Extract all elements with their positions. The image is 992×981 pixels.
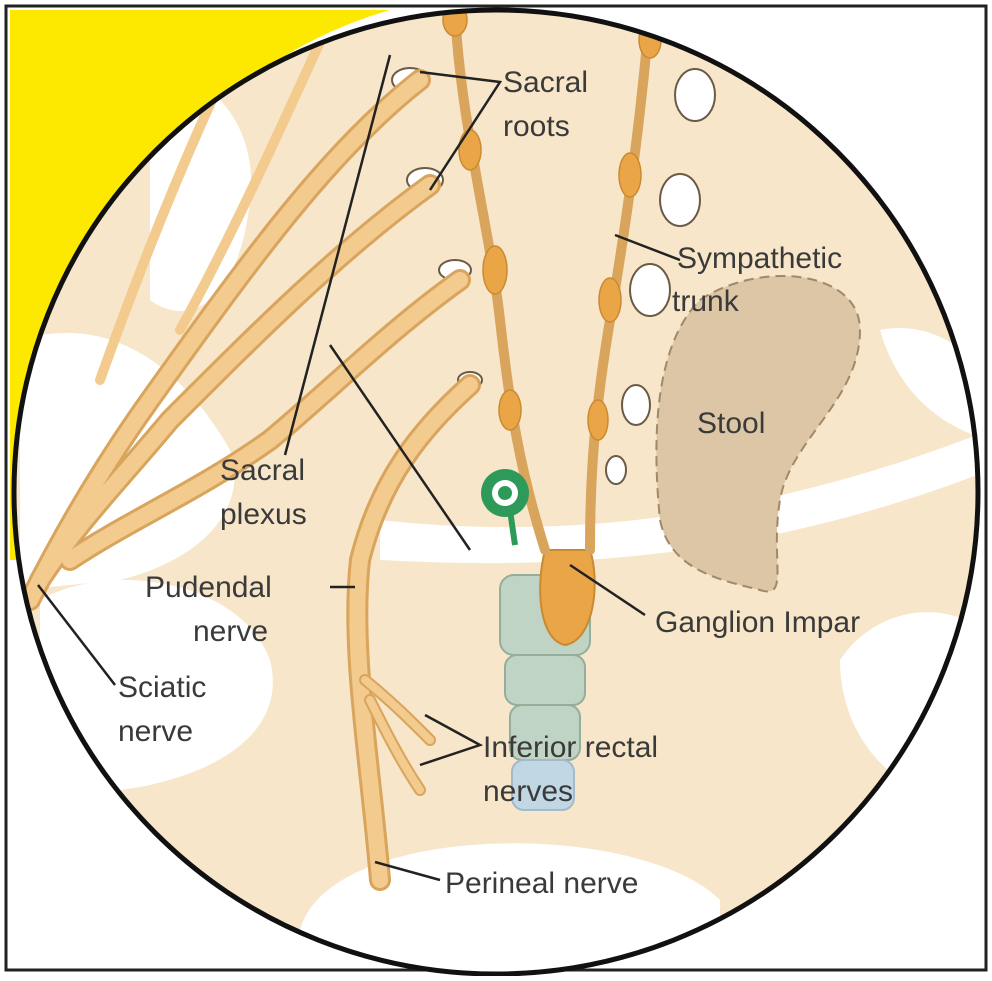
label-perineal-nerve: Perineal nerve <box>445 867 638 900</box>
label-pudendal-nerve-1: Pudendal <box>145 571 272 604</box>
label-sciatic-nerve-1: Sciatic <box>118 671 206 704</box>
label-pudendal-nerve-2: nerve <box>193 615 268 648</box>
label-inferior-rectal-2: nerves <box>483 775 573 808</box>
label-sympathetic-trunk-1: Sympathetic <box>677 242 842 275</box>
label-sacral-plexus-2: plexus <box>220 498 307 531</box>
label-inferior-rectal-1: Inferior rectal <box>483 731 658 764</box>
label-sacral-roots-1: Sacral <box>503 66 588 99</box>
label-sympathetic-trunk-2: trunk <box>672 285 740 318</box>
label-stool: Stool <box>697 407 765 440</box>
label-ganglion-impar: Ganglion Impar <box>655 606 860 639</box>
label-sacral-plexus-1: Sacral <box>220 454 305 487</box>
label-sciatic-nerve-2: nerve <box>118 715 193 748</box>
label-sacral-roots-2: roots <box>503 110 570 143</box>
